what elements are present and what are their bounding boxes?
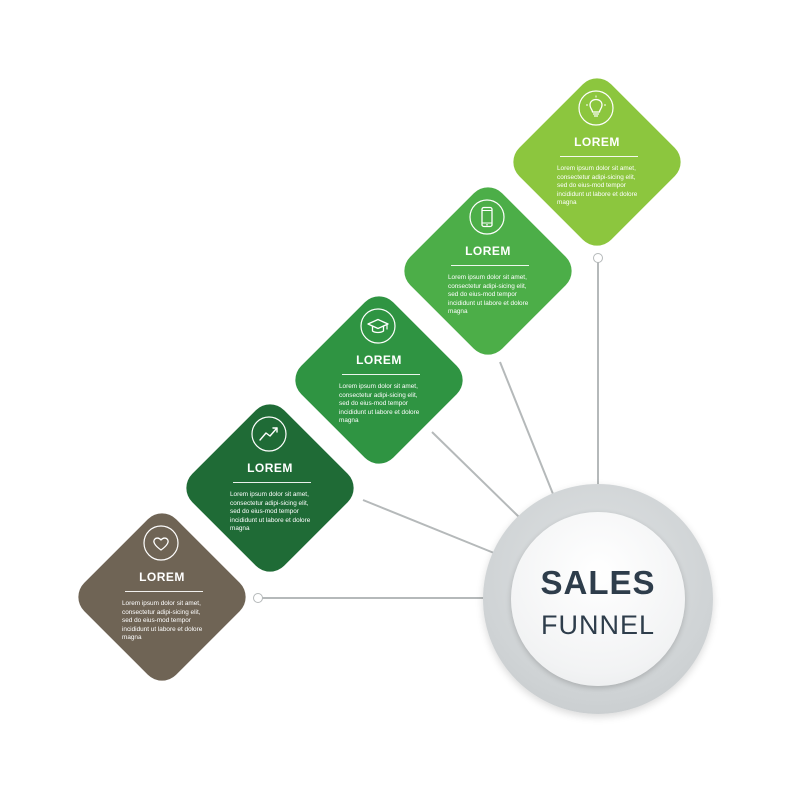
step-text-1: Lorem ipsum dolor sit amet, consectetur … [122,600,203,642]
step-divider-3 [342,374,420,375]
step-card-4: LOREM Lorem ipsum dolor sit amet, consec… [395,178,581,364]
step-divider-2 [233,482,311,483]
step-text-5: Lorem ipsum dolor sit amet, consectetur … [557,165,638,207]
heart-icon [142,524,180,562]
smartphone-icon [468,198,506,236]
step-title-5: LOREM [574,135,620,149]
connector-line-4 [499,361,554,495]
step-text-4: Lorem ipsum dolor sit amet, consectetur … [448,274,529,316]
hub-inner-circle: SALES FUNNEL [511,512,685,686]
hub-subtitle: FUNNEL [540,610,655,640]
connector-line-3 [431,431,520,518]
connector-node-5 [593,253,603,263]
step-divider-1 [125,591,203,592]
growth-chart-icon [250,415,288,453]
step-title-4: LOREM [465,244,511,258]
step-text-3: Lorem ipsum dolor sit amet, consectetur … [339,383,420,425]
step-divider-5 [560,156,638,157]
step-title-1: LOREM [139,570,185,584]
graduation-cap-icon [359,307,397,345]
step-text-2: Lorem ipsum dolor sit amet, consectetur … [230,491,311,533]
connector-node-1 [253,593,263,603]
step-card-1: LOREM Lorem ipsum dolor sit amet, consec… [69,504,255,690]
step-title-3: LOREM [356,353,402,367]
hub-title: SALES [540,564,656,601]
step-card-2: LOREM Lorem ipsum dolor sit amet, consec… [177,395,363,581]
step-divider-4 [451,265,529,266]
step-title-2: LOREM [247,461,293,475]
lightbulb-icon [577,89,615,127]
step-card-5: LOREM Lorem ipsum dolor sit amet, consec… [504,69,690,255]
sales-funnel-hub: SALES FUNNEL [483,484,713,714]
connector-line-2 [362,499,495,554]
step-card-3: LOREM Lorem ipsum dolor sit amet, consec… [286,287,472,473]
